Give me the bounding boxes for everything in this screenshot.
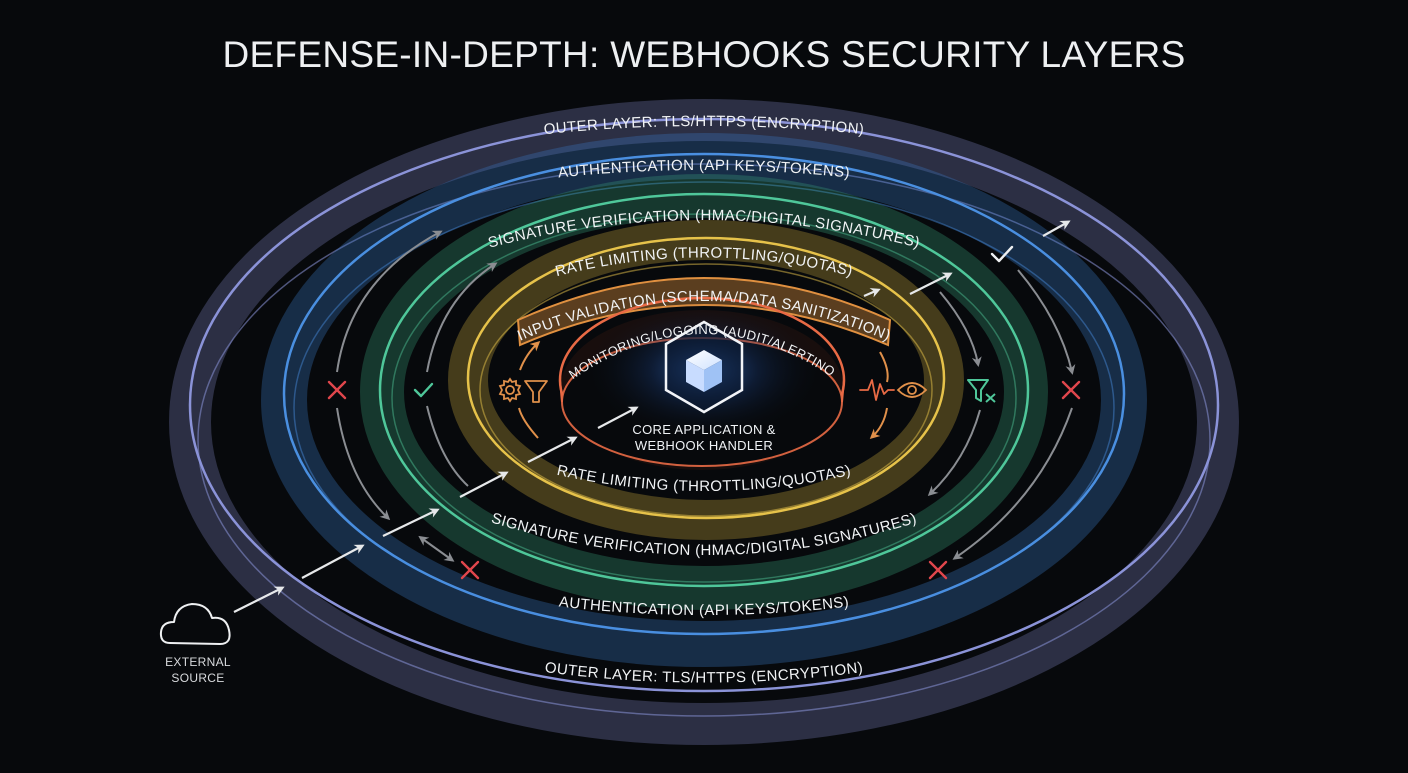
flow-arrow [382,508,440,537]
grey-arrow [939,291,982,367]
filter-reject-icon [967,379,996,403]
diagram-title: DEFENSE-IN-DEPTH: WEBHOOKS SECURITY LAYE… [222,34,1186,75]
activity-pulse-icon [859,379,895,401]
flow-arrow [301,544,365,579]
flow-arrow [863,288,881,298]
flow-arrow [233,586,285,613]
flow-arrow [909,272,953,295]
validation-loop-arrows [518,340,889,440]
eye-icon [896,382,928,398]
external-source-line-2: SOURCE [171,671,225,685]
layer-rate-limiting-ring [448,220,964,540]
rejection-paths [336,230,1076,562]
external-source-line-1: EXTERNAL [165,655,231,669]
core-application-label: CORE APPLICATION & WEBHOOK HANDLER [604,422,804,454]
grey-arrow [426,262,498,373]
external-source-label: EXTERNAL SOURCE [148,654,248,686]
accept-check-icon [413,382,434,398]
layer-outer-ring [169,99,1239,745]
filter-icon [524,380,548,403]
reject-icon [327,380,347,400]
core-application-node[interactable] [584,300,824,440]
grey-arrow [927,409,981,497]
flow-arrow [527,436,578,463]
layer-authentication-ring [261,133,1147,667]
reject-icon [1061,380,1081,400]
reject-icon [460,560,480,580]
cube-icon [686,350,722,392]
reject-icon [928,560,948,580]
grey-arrow [336,230,443,373]
layer-signature-ring [360,174,1048,610]
grey-arrow [1017,269,1076,375]
grey-arrow [952,407,1073,560]
core-label-line-2: WEBHOOK HANDLER [634,438,774,453]
grey-arrow [426,405,469,487]
cloud-icon [159,603,231,645]
flow-arrow [1042,220,1071,237]
grey-arrow [336,407,391,521]
accept-check-icon [990,245,1014,263]
flow-arrow [597,406,639,429]
gear-icon [498,377,522,403]
bidirectional-arrow [418,535,455,562]
core-label-line-1: CORE APPLICATION & [632,422,776,437]
request-flow-path [233,220,1071,613]
flow-arrow [459,471,509,498]
